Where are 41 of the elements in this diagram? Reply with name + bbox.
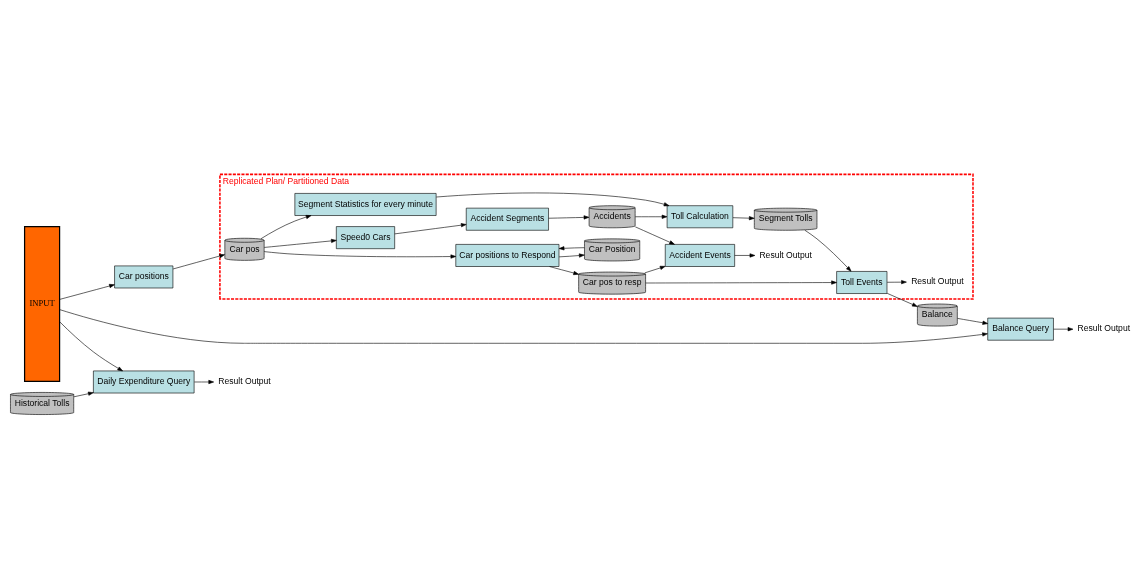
arrow [634, 226, 675, 245]
node-box: Toll Events [836, 271, 888, 294]
node-box: Car positions [114, 265, 174, 289]
arrow [732, 216, 755, 221]
arrow [59, 321, 123, 372]
arrow [436, 192, 670, 207]
arrow [558, 246, 585, 251]
arrow [644, 265, 666, 274]
arrow [394, 223, 467, 235]
node-box: Toll Calculation [666, 205, 734, 229]
node-text: Result Output [759, 249, 812, 260]
arrow [886, 280, 907, 285]
arrow [260, 215, 312, 240]
node-text: Result Output [1077, 323, 1131, 334]
arrow [886, 293, 918, 307]
arrow [645, 280, 837, 285]
arrow [558, 253, 585, 258]
arrow [804, 229, 852, 272]
arrow [549, 266, 579, 275]
arrow [634, 214, 668, 219]
node-box: INPUT [23, 225, 61, 382]
arrow [957, 318, 988, 325]
node-box: Daily Expenditure Query [93, 370, 195, 394]
node-box: Accident Segments [465, 207, 549, 231]
arrow [172, 254, 225, 270]
arrow [59, 309, 988, 344]
arrow [264, 238, 337, 248]
node-text: Result Output [911, 276, 964, 287]
arrow [59, 284, 115, 300]
arrow [734, 253, 756, 258]
arrow [73, 391, 94, 398]
arrow [263, 251, 457, 259]
arrow [548, 215, 590, 220]
node-box: Speed0 Cars [336, 226, 395, 249]
node-text: Result Output [218, 376, 271, 387]
arrow [194, 379, 214, 384]
node-box: Balance Query [987, 317, 1054, 341]
arrow [1053, 327, 1074, 332]
node-box: Segment Statistics for every minute [294, 193, 437, 216]
node-box: Car positions to Respond [455, 244, 560, 267]
node-box: Accident Events [664, 244, 735, 267]
